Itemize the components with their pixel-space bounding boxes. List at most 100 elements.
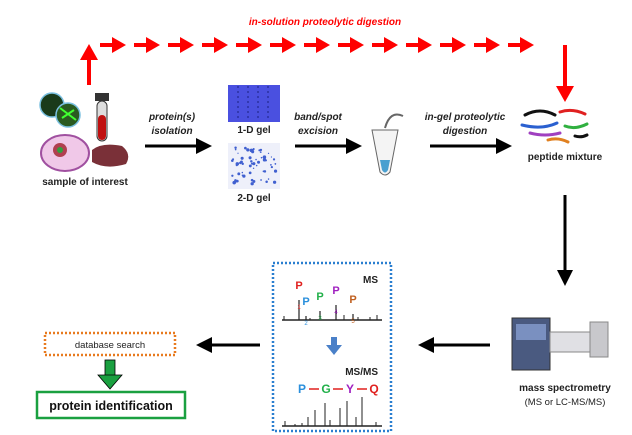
- gel-spot: [244, 146, 247, 150]
- protein-identification-box: [35, 390, 187, 420]
- gel-spot: [255, 158, 257, 161]
- gel-spot: [257, 160, 261, 164]
- red-arrowhead: [350, 37, 364, 53]
- db-search-label: database search: [75, 340, 145, 351]
- gel-spot: [270, 164, 272, 166]
- peak-letter: P: [332, 285, 339, 297]
- gel-spot: [252, 148, 255, 151]
- gel-spot: [260, 179, 262, 181]
- gel-spot: [262, 155, 267, 159]
- gel-spot: [274, 163, 277, 165]
- gel-spot: [235, 179, 239, 183]
- sequence-residue: Q: [369, 382, 378, 396]
- gel1-label: 1-D gel: [237, 125, 271, 136]
- gel-spot: [248, 164, 252, 168]
- gel-spot: [252, 167, 255, 170]
- arrow-isolation: [145, 138, 212, 154]
- gel-spot: [252, 180, 256, 183]
- gel-spot: [270, 165, 273, 169]
- red-arrowhead: [520, 37, 534, 53]
- gel-spot: [270, 156, 273, 158]
- sample-icons: [39, 92, 129, 172]
- gel-spot: [272, 158, 276, 161]
- red-arrowhead: [248, 37, 262, 53]
- protein-id-label: protein identification: [49, 399, 173, 413]
- sequence-residue: G: [321, 382, 330, 396]
- msms-title: MS/MS: [345, 367, 378, 378]
- ingel-label-1: in-gel proteolytic: [425, 112, 506, 123]
- arrow-spectra-to-db: [196, 337, 260, 353]
- peak-number: 3: [318, 316, 322, 322]
- peak-letter: P: [349, 294, 356, 306]
- red-arrowhead: [112, 37, 126, 53]
- gel-spot: [241, 171, 244, 174]
- gel-spot: [260, 156, 263, 159]
- gel-spot: [234, 181, 237, 184]
- gel-spot: [267, 178, 270, 180]
- gel-spot: [248, 156, 252, 160]
- peptide-label: peptide mixture: [528, 152, 603, 163]
- red-arrowhead: [452, 37, 466, 53]
- gel-spot: [262, 170, 265, 173]
- isolation-label-2: isolation: [151, 126, 192, 137]
- red-arrowhead: [146, 37, 160, 53]
- gel-spot: [246, 148, 250, 152]
- peak-letter: P: [295, 280, 302, 292]
- microtube-icon: [371, 113, 404, 176]
- peak-number: 4: [334, 310, 338, 316]
- excision-label-1: band/spot: [294, 112, 342, 123]
- gel-spot: [273, 169, 278, 173]
- gel2-label: 2-D gel: [237, 193, 271, 204]
- gel-spot: [267, 152, 270, 155]
- gel-spot: [231, 174, 234, 177]
- sequence-residue: P: [298, 382, 306, 396]
- red-arrowhead: [214, 37, 228, 53]
- gel-spot: [231, 159, 234, 162]
- red-arrowhead: [418, 37, 432, 53]
- gel-spot: [240, 156, 244, 160]
- gel-spot: [237, 172, 241, 176]
- peak-number: 2: [304, 321, 308, 327]
- red-arrowhead: [316, 37, 330, 53]
- sample-label: sample of interest: [42, 177, 128, 188]
- top-label: in-solution proteolytic digestion: [249, 17, 401, 28]
- gel-spot: [250, 160, 253, 163]
- spectra-box: [271, 261, 393, 433]
- isolation-label-1: protein(s): [148, 112, 196, 123]
- gel-spot: [272, 180, 277, 184]
- gel-spot: [248, 171, 252, 175]
- gel-spot: [234, 148, 237, 151]
- sequence-residue: Y: [346, 382, 354, 396]
- gel-spot: [251, 150, 255, 154]
- arrow-ingel: [430, 138, 512, 154]
- gel-spot: [242, 174, 246, 178]
- peak-number: 5: [351, 319, 355, 325]
- mass-spectrometer-icon: [511, 317, 609, 371]
- gel-spot: [250, 162, 253, 165]
- gel-spot: [240, 160, 243, 164]
- green-down-arrow: [97, 359, 123, 390]
- gel-spot: [259, 151, 262, 154]
- arrow-down-to-ms: [557, 195, 573, 286]
- gel-spot: [262, 158, 267, 162]
- gel-spot: [237, 152, 239, 154]
- red-arrowhead: [282, 37, 296, 53]
- peptide-mixture-icon: [520, 108, 589, 144]
- peak-letter: P: [316, 291, 323, 303]
- gel-spot: [252, 162, 256, 166]
- blue-down-arrow: [326, 337, 342, 355]
- excision-label-2: excision: [298, 126, 338, 137]
- gel-spot: [235, 164, 238, 167]
- gel-spot: [255, 164, 258, 167]
- ms-sub-label: (MS or LC-MS/MS): [525, 397, 606, 408]
- peak-number: 1: [297, 305, 301, 311]
- red-arrowhead: [486, 37, 500, 53]
- arrow-excision: [295, 138, 362, 154]
- in-solution-red-arrow: [80, 37, 574, 102]
- peak-letter: P: [302, 296, 309, 308]
- gel-spot: [258, 149, 261, 152]
- database-search-box: [43, 331, 177, 357]
